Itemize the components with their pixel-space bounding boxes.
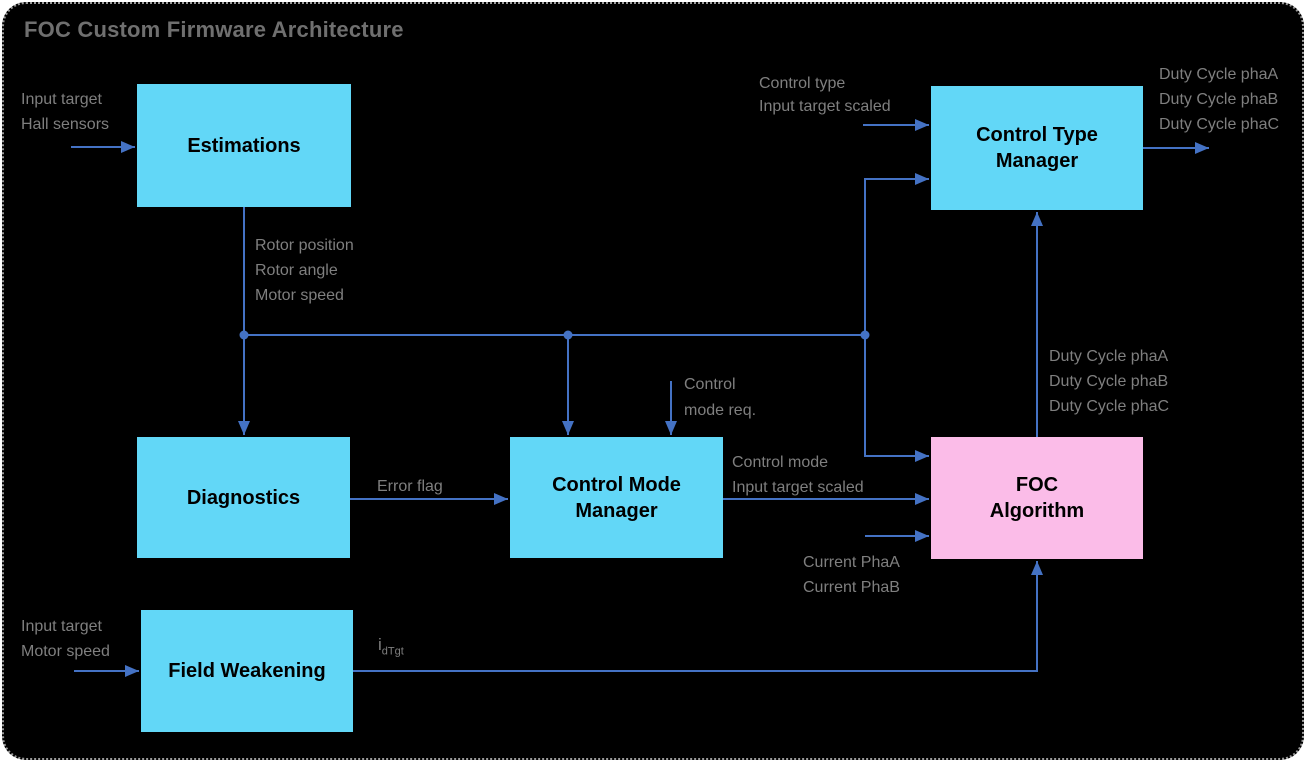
block-field-weakening-label: Field Weakening [168,660,326,682]
label-error-flag: Error flag [377,478,443,495]
label-control-type-outputs: Duty Cycle phaA Duty Cycle phaB Duty Cyc… [1159,66,1280,133]
block-estimations-label: Estimations [187,134,301,157]
block-diagnostics: Diagnostics [137,437,350,558]
label-control-type-inputs: Control type Input target scaled [759,75,891,115]
junction-dot-middle [563,330,573,340]
block-estimations: Estimations [137,84,351,207]
block-foc-algorithm-label: FOC Algorithm [989,474,1085,522]
label-idtgt-base: i [378,635,382,654]
label-control-mode-outputs: Control mode Input target scaled [732,454,864,496]
label-idtgt: idTgt [378,632,404,664]
label-idtgt-subscript: dTgt [381,645,404,658]
connector-to-foc-rotor [864,335,929,462]
label-estimations-outputs: Rotor position Rotor angle Motor speed [255,237,354,304]
diagram-title: FOC Custom Firmware Architecture [24,17,404,42]
label-control-mode-request: Control mode req. [684,376,757,419]
label-duty-cycle-feedback: Duty Cycle phaA Duty Cycle phaB Duty Cyc… [1049,348,1170,415]
block-control-type-manager: Control Type Manager [931,86,1143,210]
block-control-type-manager-label: Control Type Manager [976,124,1098,172]
block-field-weakening: Field Weakening [141,610,353,732]
label-field-weakening-inputs: Input target Motor speed [21,618,110,660]
junction-dot-right [860,330,870,340]
label-current-inputs: Current PhaA Current PhaB [803,554,900,596]
connector-to-control-type-manager [864,173,929,335]
junction-dot-left [239,330,249,340]
connector-field-weakening-to-foc [353,561,1043,672]
block-control-mode-manager-label: Control Mode Manager [552,473,681,522]
label-estimations-inputs: Input target Hall sensors [21,91,110,133]
block-foc-algorithm: FOC Algorithm [931,437,1143,559]
block-control-mode-manager: Control Mode Manager [510,437,723,558]
block-diagnostics-label: Diagnostics [186,486,301,509]
